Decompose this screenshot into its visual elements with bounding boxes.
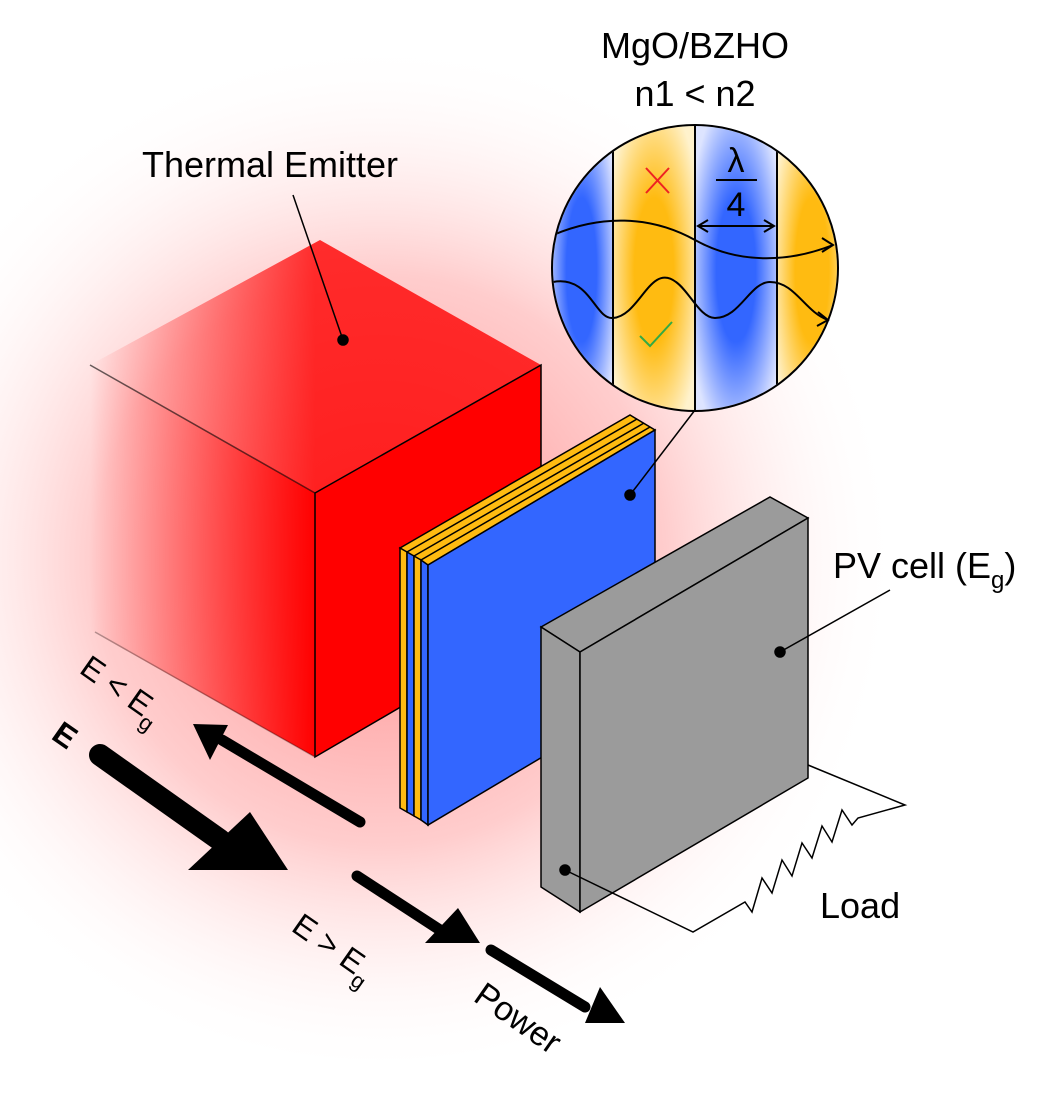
reflected-arrow (193, 724, 366, 828)
long-wave (553, 219, 834, 260)
short-wave (553, 276, 829, 321)
lambda-label: λ (728, 142, 745, 180)
quarter-wave-dimension (696, 179, 776, 233)
cross-icon (645, 167, 670, 194)
incident-energy-arrow (89, 744, 288, 870)
index-relation-label: n1 < n2 (634, 73, 755, 114)
load-label: Load (820, 885, 900, 926)
transmitted-arrow (351, 870, 480, 943)
arrow-head-long (821, 237, 835, 253)
check-icon (639, 321, 673, 348)
quarter-label: 4 (727, 186, 746, 224)
material-label: MgO/BZHO (601, 25, 789, 66)
pv-cell-label: PV cell (Eg) (833, 545, 1016, 594)
power-arrow (485, 944, 625, 1023)
leader-lines (292, 194, 891, 658)
pv-cell (539, 496, 810, 914)
arrow-head-short (816, 311, 830, 327)
thermal-emitter-label: Thermal Emitter (142, 144, 398, 185)
load-circuit (559, 764, 908, 933)
